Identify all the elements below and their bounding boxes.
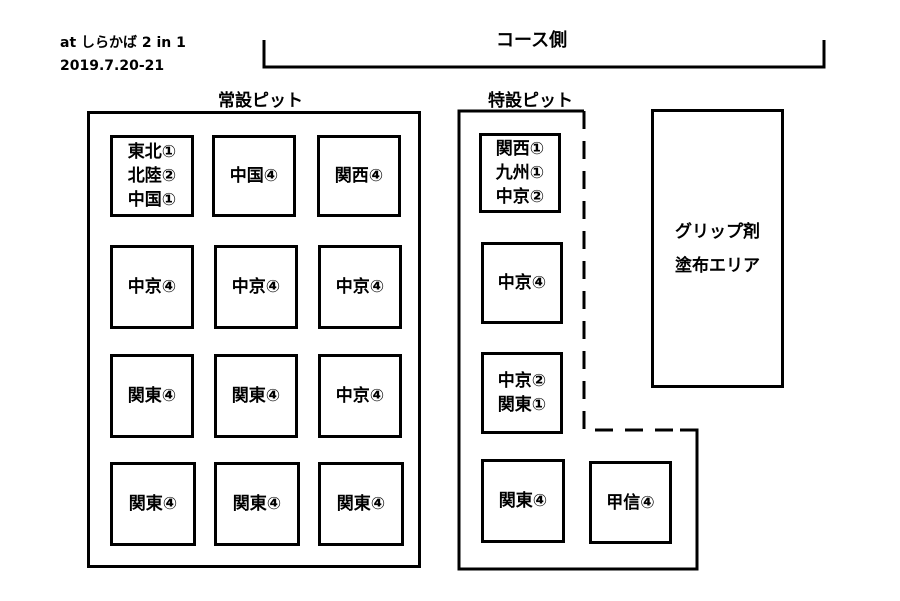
regular-pit-7-label: 関東④ bbox=[127, 386, 177, 406]
regular-pit-9-label: 中京④ bbox=[335, 386, 385, 406]
regular-pit-10-label: 関東④ bbox=[128, 494, 178, 514]
special-pit-3: 中京② 関東① bbox=[481, 352, 563, 434]
special-pit-5: 甲信④ bbox=[589, 461, 672, 544]
regular-pit-8-label: 関東④ bbox=[231, 386, 281, 406]
grip-agent-area: グリップ剤 塗布エリア bbox=[651, 109, 784, 388]
special-pit-1-label: 関西① 九州① 中京② bbox=[495, 139, 545, 207]
regular-pit-title: 常設ピット bbox=[218, 91, 303, 111]
regular-pit-5: 中京④ bbox=[214, 245, 298, 329]
course-side-label: コース側 bbox=[496, 30, 568, 51]
regular-pit-4-label: 中京④ bbox=[127, 277, 177, 297]
regular-pit-8: 関東④ bbox=[214, 354, 298, 438]
regular-pit-4: 中京④ bbox=[110, 245, 194, 329]
regular-pit-6-label: 中京④ bbox=[335, 277, 385, 297]
regular-pit-3: 関西④ bbox=[317, 135, 401, 217]
course-side-bracket bbox=[262, 40, 826, 69]
event-date: 2019.7.20-21 bbox=[60, 58, 165, 74]
special-pit-4-label: 関東④ bbox=[498, 491, 548, 511]
regular-pit-10: 関東④ bbox=[110, 462, 196, 546]
special-pit-title: 特設ピット bbox=[488, 91, 573, 111]
special-pit-1: 関西① 九州① 中京② bbox=[479, 133, 561, 213]
regular-pit-6: 中京④ bbox=[318, 245, 402, 329]
regular-pit-7: 関東④ bbox=[110, 354, 194, 438]
regular-pit-2: 中国④ bbox=[212, 135, 296, 217]
grip-agent-label: グリップ剤 塗布エリア bbox=[675, 221, 760, 276]
regular-pit-12: 関東④ bbox=[318, 462, 404, 546]
regular-pit-3-label: 関西④ bbox=[334, 166, 384, 186]
regular-pit-1: 東北① 北陸② 中国① bbox=[110, 135, 194, 217]
regular-pit-5-label: 中京④ bbox=[231, 277, 281, 297]
special-pit-2: 中京④ bbox=[481, 242, 563, 324]
special-pit-dashed-boundary bbox=[582, 111, 680, 432]
special-pit-5-label: 甲信④ bbox=[606, 492, 655, 513]
regular-pit-12-label: 関東④ bbox=[336, 494, 386, 514]
regular-pit-1-label: 東北① 北陸② 中国① bbox=[127, 142, 177, 210]
special-pit-3-label: 中京② 関東① bbox=[497, 371, 547, 415]
special-pit-4: 関東④ bbox=[481, 459, 565, 543]
special-pit-outline bbox=[457, 109, 699, 571]
regular-pit-2-label: 中国④ bbox=[229, 166, 279, 186]
regular-pit-11-label: 関東④ bbox=[232, 494, 282, 514]
regular-pit-9: 中京④ bbox=[318, 354, 402, 438]
regular-pit-area bbox=[87, 111, 421, 568]
event-name: at しらかば 2 in 1 bbox=[60, 35, 186, 51]
special-pit-2-label: 中京④ bbox=[497, 273, 547, 293]
regular-pit-11: 関東④ bbox=[214, 462, 300, 546]
